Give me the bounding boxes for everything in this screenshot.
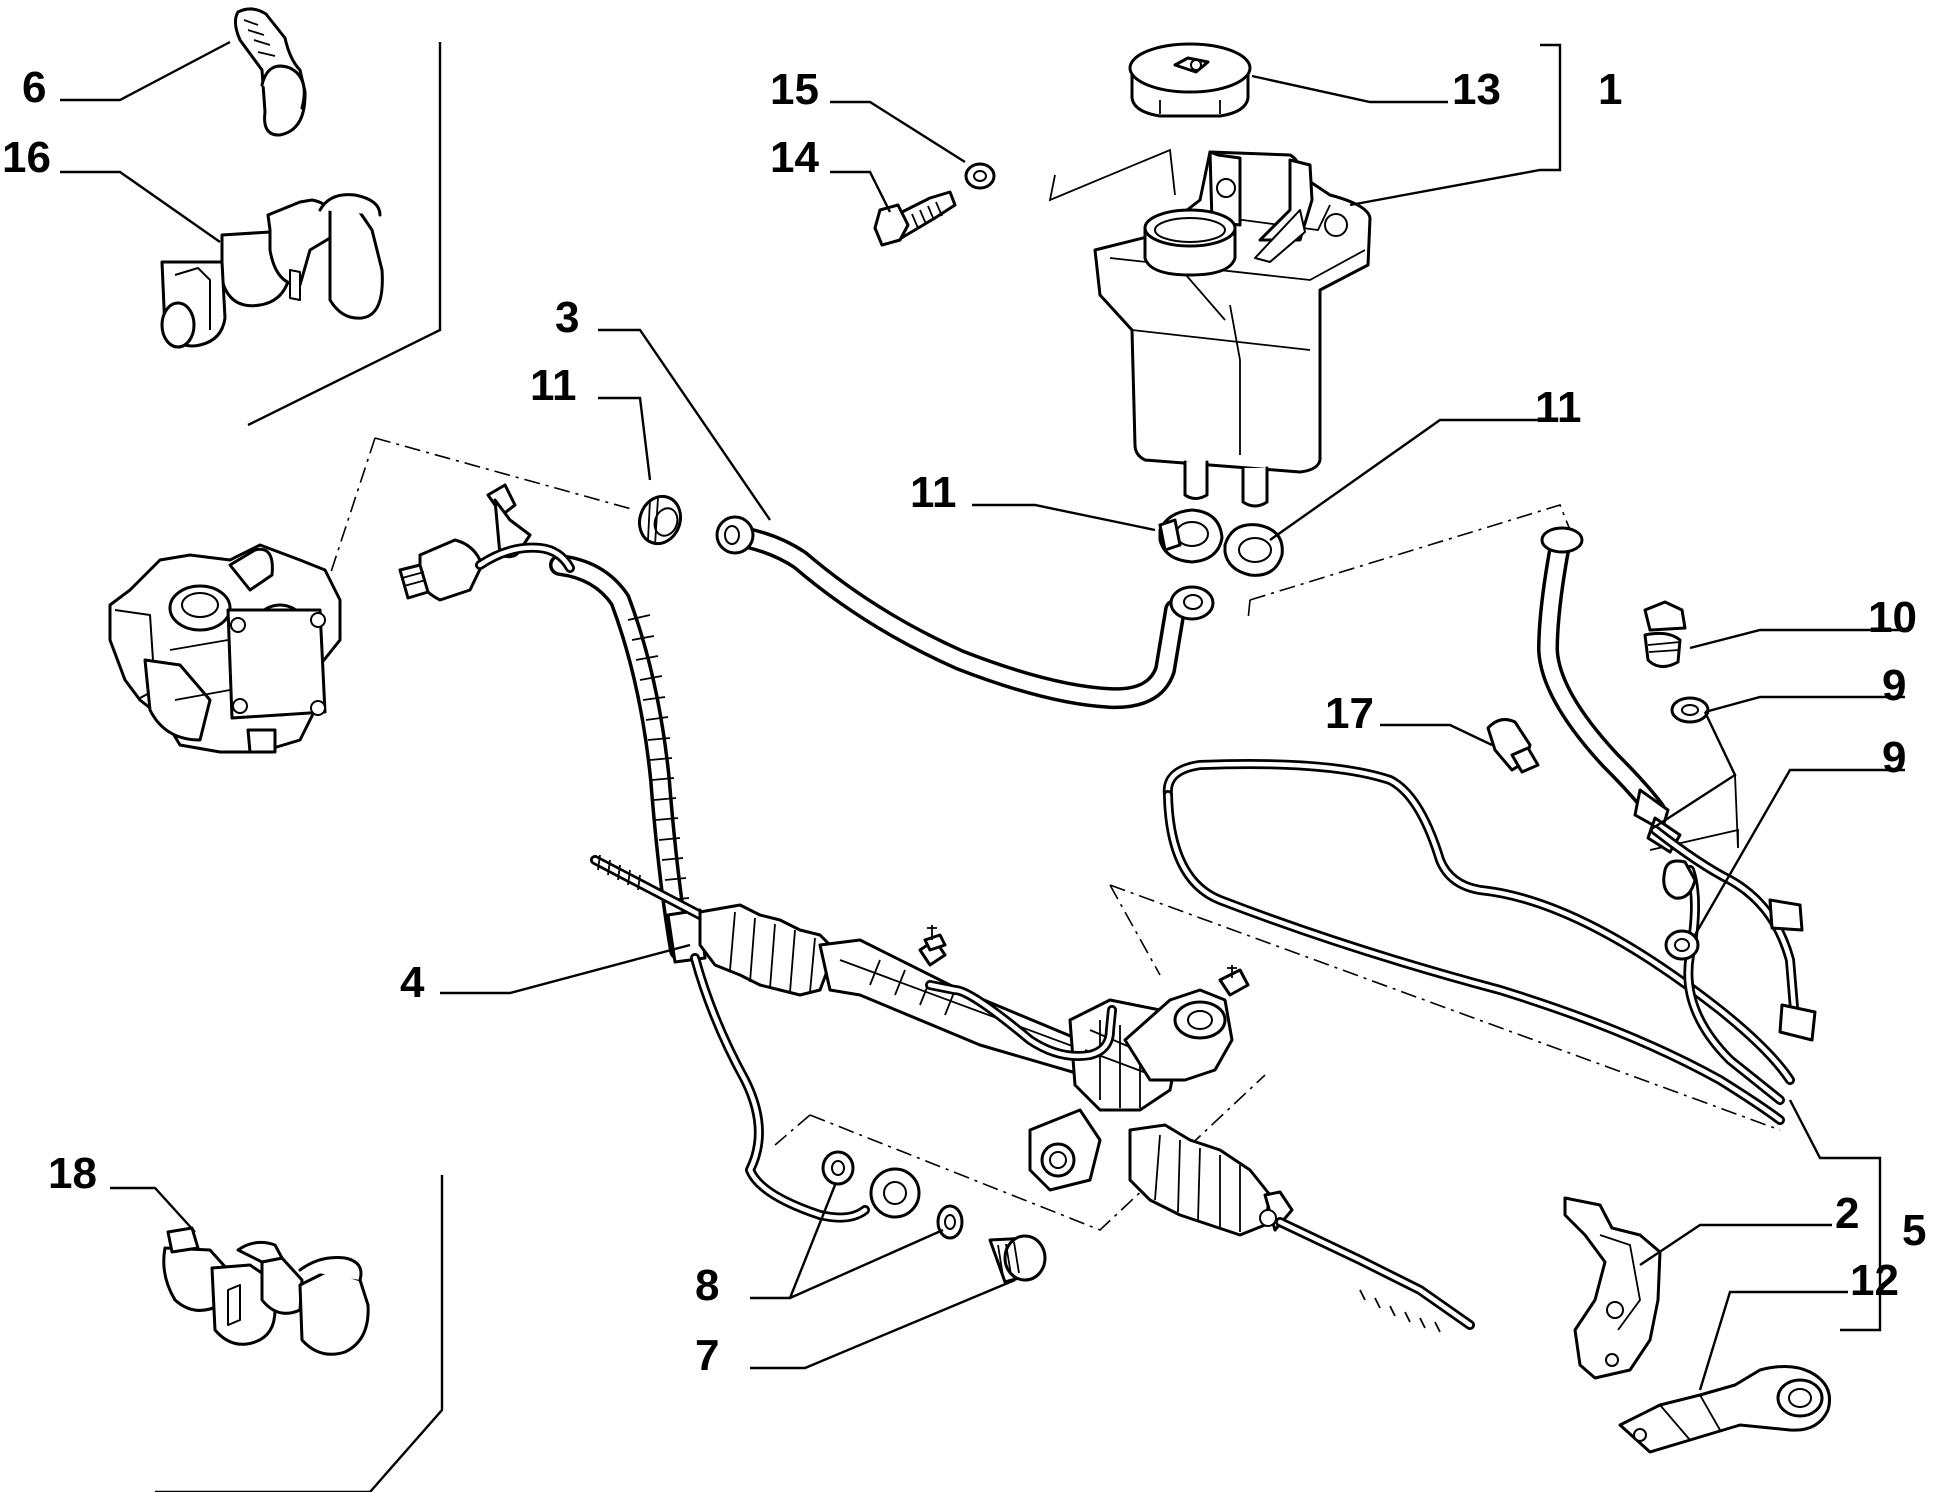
- callout-14: 14: [770, 133, 819, 182]
- callout-16: 16: [2, 133, 51, 182]
- pipe-clip-16: [160, 193, 384, 349]
- callout-1: 1: [1598, 65, 1622, 114]
- reservoir-washer: [964, 162, 996, 190]
- callout-17: 17: [1325, 689, 1374, 738]
- bleed-screw: [1643, 600, 1687, 668]
- pressure-hose: [398, 483, 921, 1223]
- pipe-clip-12: [1618, 1365, 1831, 1454]
- return-hose: [715, 515, 1215, 710]
- pipe-clip-18: [162, 1226, 370, 1356]
- feed-hose: [1537, 526, 1682, 854]
- pipe-clip-6: [233, 7, 307, 137]
- callout-13: 13: [1452, 65, 1501, 114]
- assembly-guide-lines: [329, 148, 1781, 1231]
- hose-clip-17: [1486, 718, 1540, 774]
- callout-18: 18: [48, 1149, 97, 1198]
- reservoir-bolt: [873, 190, 957, 247]
- callout-15: 15: [770, 65, 819, 114]
- hose-clamp-right: [1223, 523, 1284, 577]
- callout-4: 4: [400, 958, 425, 1007]
- callout-8: 8: [695, 1261, 719, 1310]
- callout-6: 6: [22, 63, 46, 112]
- separator-lines: [155, 42, 444, 1492]
- callout-9-upper: 9: [1882, 661, 1906, 710]
- callout-11-right: 11: [1535, 383, 1582, 432]
- callout-11-mid: 11: [910, 468, 957, 517]
- callout-12: 12: [1850, 1256, 1899, 1305]
- callout-10: 10: [1868, 593, 1917, 642]
- banjo-bolt: [988, 1234, 1047, 1284]
- pressure-pipe-loop: [1162, 759, 1817, 1125]
- callout-2: 2: [1835, 1189, 1859, 1238]
- mounting-bracket: [1563, 1196, 1662, 1380]
- hose-clamp-mid: [1158, 508, 1224, 564]
- power-steering-pump: [108, 543, 342, 754]
- sealing-washer-8-left: [821, 1150, 855, 1186]
- callout-9-lower: 9: [1882, 733, 1906, 782]
- hose-clamp-upper-left: [637, 494, 683, 546]
- callout-3: 3: [555, 293, 579, 342]
- callout-5: 5: [1902, 1206, 1926, 1255]
- sealing-washer-9-lower: [1664, 929, 1700, 961]
- reservoir-cap: [1128, 42, 1252, 118]
- callout-11-upper-left: 11: [530, 361, 577, 410]
- sealing-washer-8-right: [936, 1204, 964, 1240]
- sealing-washer-9-upper: [1670, 696, 1710, 724]
- callout-7: 7: [695, 1331, 719, 1380]
- steering-rack: [590, 854, 1475, 1333]
- callout-labels: 6 16 3 11 4 18 15 14 13 1 11 11 10 9 9 1…: [2, 63, 1926, 1380]
- reservoir: [1093, 150, 1372, 508]
- leader-lines: [60, 40, 1905, 1391]
